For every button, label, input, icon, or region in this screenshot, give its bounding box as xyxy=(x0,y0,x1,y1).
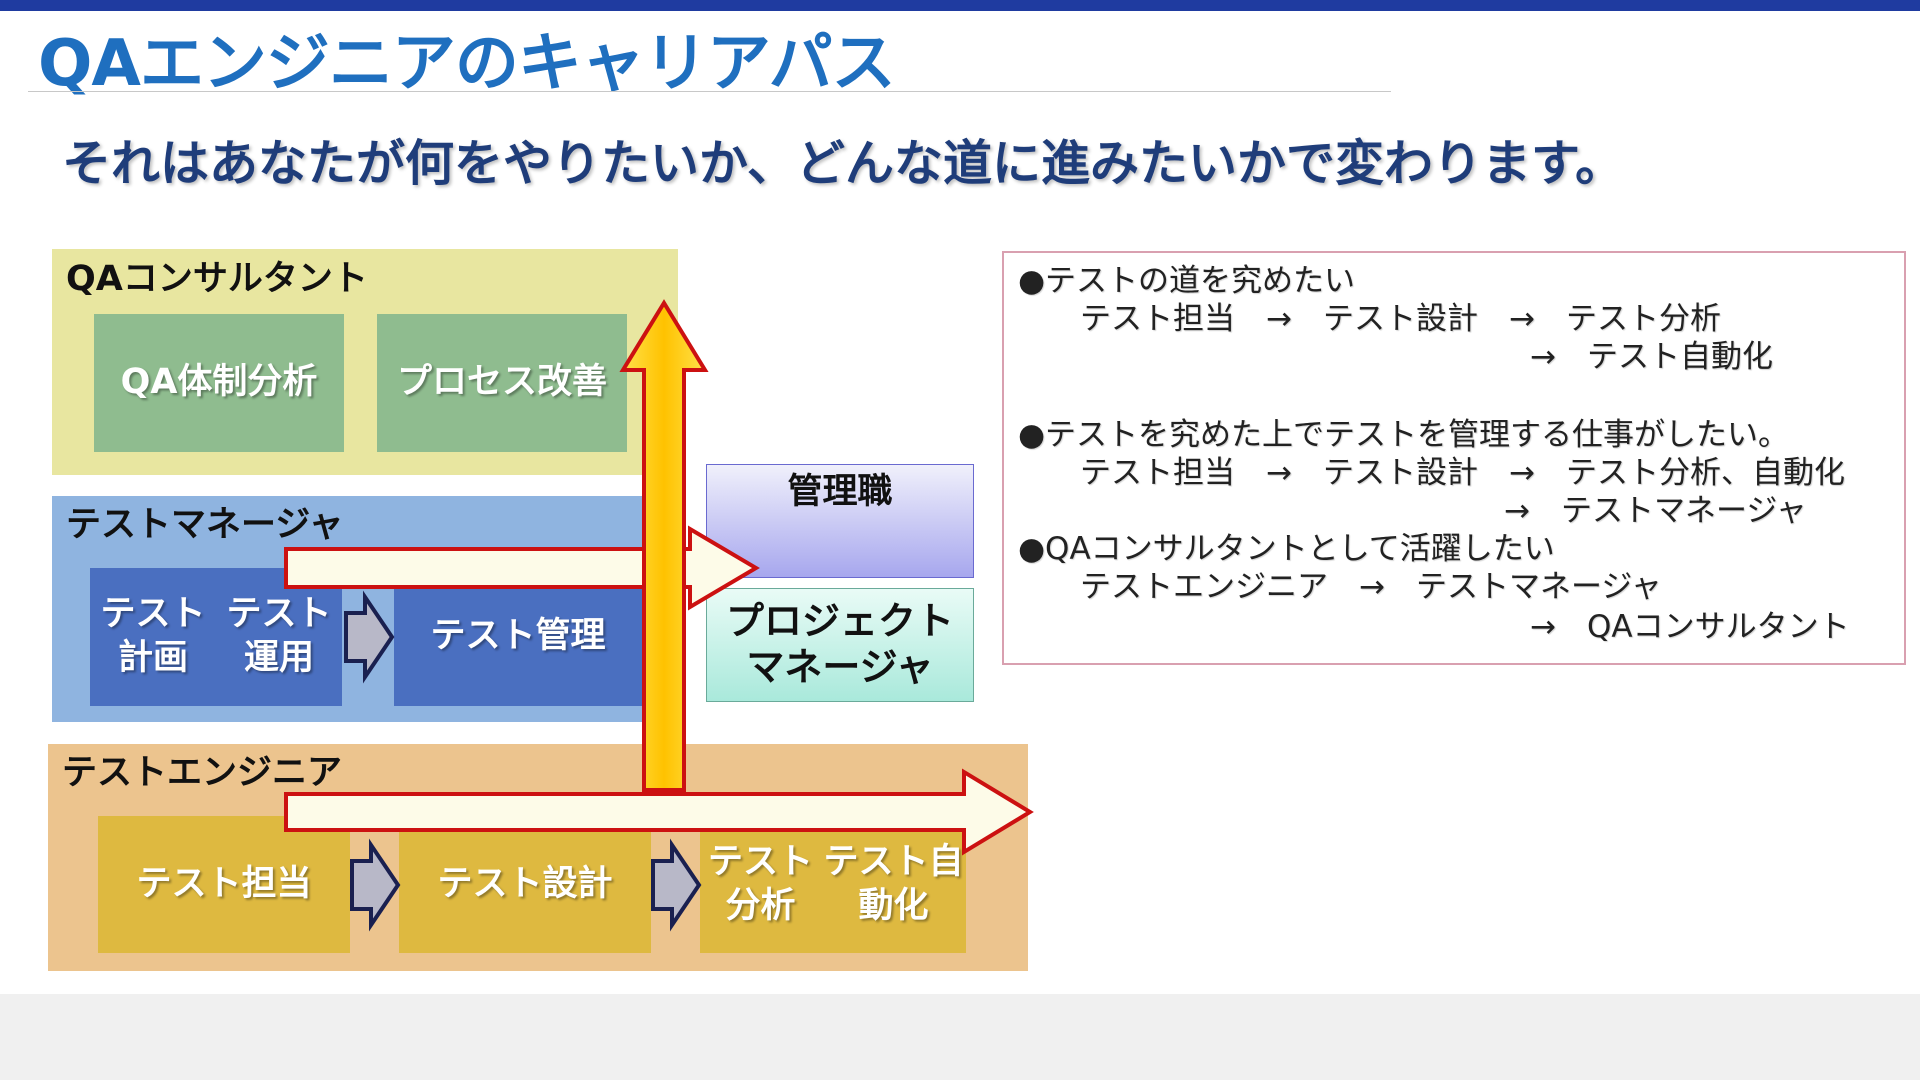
band-label-test-engineer: テストエンジニア xyxy=(62,753,343,793)
box-test-design: テスト設計 xyxy=(399,816,651,953)
box-test-planning: テスト計画 テスト運用 xyxy=(90,568,342,706)
role-project-manager-line2: マネージャ xyxy=(746,645,934,689)
path1-line1: テスト担当 → テスト設計 → テスト分析 xyxy=(1080,301,1721,337)
path3-heading: ●QAコンサルタントとして活躍したい xyxy=(1018,531,1555,567)
box-test-planning-line2: テスト運用 xyxy=(226,594,332,678)
page-title: QAエンジニアのキャリアパス xyxy=(38,27,896,101)
role-management-position-label: 管理職 xyxy=(787,472,893,512)
box-test-planning-line1: テスト計画 xyxy=(100,594,206,678)
path3-line1: テストエンジニア → テストマネージャ xyxy=(1080,569,1662,605)
box-test-analysis-line2: テスト自動化 xyxy=(823,841,964,926)
box-process-improvement: プロセス 改善 xyxy=(377,314,627,452)
path3-line2: → QAコンサルタント xyxy=(1530,609,1850,645)
path2-line2: → テストマネージャ xyxy=(1504,493,1807,529)
box-test-design-line1: テスト設計 xyxy=(437,863,613,904)
role-project-manager-line1: プロジェクト xyxy=(725,599,954,644)
path2-line1: テスト担当 → テスト設計 → テスト分析、自動化 xyxy=(1080,455,1845,491)
top-accent-bar xyxy=(0,0,1920,11)
box-process-improvement-line2: 改善 xyxy=(537,362,608,403)
role-management-position: 管理職 xyxy=(706,464,974,578)
box-test-analysis-line1: テスト分析 xyxy=(707,841,813,926)
box-qa-system-analysis: QA体制 分析 xyxy=(94,314,344,452)
page-subtitle: それはあなたが何をやりたいか、どんな道に進みたいかで変わります。 xyxy=(62,135,1625,192)
box-test-execution: テスト担当 xyxy=(98,816,350,953)
career-paths-panel: ●テストの道を究めたい テスト担当 → テスト設計 → テスト分析 → テスト自… xyxy=(1002,251,1906,665)
slide: QAエンジニアのキャリアパス それはあなたが何をやりたいか、どんな道に進みたいか… xyxy=(0,0,1920,994)
box-qa-system-analysis-line2: 分析 xyxy=(247,362,318,403)
path1-line2: → テスト自動化 xyxy=(1530,339,1773,375)
box-test-analysis: テスト分析 テスト自動化 xyxy=(700,816,966,953)
band-label-test-manager: テストマネージャ xyxy=(66,505,344,545)
box-test-management: テスト管理 xyxy=(394,568,642,706)
box-test-management-line1: テスト管理 xyxy=(430,616,606,657)
path2-heading: ●テストを究めた上でテストを管理する仕事がしたい。 xyxy=(1018,417,1790,453)
box-test-execution-line1: テスト担当 xyxy=(136,863,312,904)
band-label-qa-consultant: QAコンサルタント xyxy=(66,259,368,299)
role-project-manager: プロジェクト マネージャ xyxy=(706,588,974,702)
box-qa-system-analysis-line1: QA体制 xyxy=(120,362,248,403)
box-process-improvement-line1: プロセス xyxy=(396,362,537,403)
title-divider xyxy=(28,91,1391,92)
path1-heading: ●テストの道を究めたい xyxy=(1018,263,1356,299)
